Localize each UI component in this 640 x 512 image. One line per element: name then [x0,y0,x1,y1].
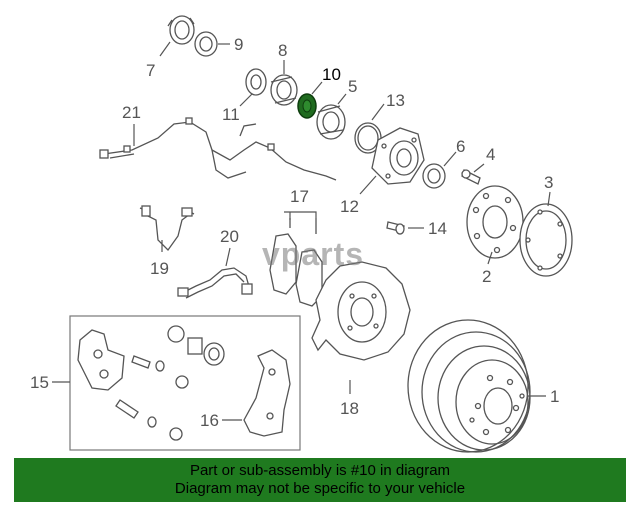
callout-17: 17 [290,187,309,206]
part-13-o-ring [354,122,382,154]
callout-2: 2 [482,267,491,286]
callout-21: 21 [122,103,141,122]
part-7-seal [167,15,195,45]
part-6-bearing [422,163,446,189]
callout-1: 1 [550,387,559,406]
part-8-bearing [270,74,298,106]
callout-9: 9 [234,35,243,54]
callout-8: 8 [278,41,287,60]
callout-7: 7 [146,61,155,80]
part-20-brake-hose [177,267,253,299]
part-4-hub-bolt [461,169,481,185]
callout-3: 3 [544,173,553,192]
part-2-hub [466,185,524,259]
part-10-oil-seal[interactable] [297,93,317,119]
part-12-hub-carrier [371,127,425,185]
leader-lines [52,41,551,421]
callout-labels: 7 9 8 11 10 5 13 21 12 6 4 3 14 2 17 20 … [30,35,559,430]
part-18-backing-plate [311,261,411,361]
footer-line-1: Part or sub-assembly is #10 in diagram [189,462,451,479]
callout-20: 20 [220,227,239,246]
callout-18: 18 [340,399,359,418]
callout-10: 10 [322,65,341,84]
callout-16: 16 [200,411,219,430]
callout-11: 11 [222,105,240,124]
callout-19: 19 [150,259,169,278]
footer-line-2: Diagram may not be specific to your vehi… [174,480,466,497]
vparts-watermark: vparts [262,236,365,272]
part-16-caliper-bracket [243,349,291,437]
footer-banner: Part or sub-assembly is #10 in diagram D… [14,458,626,502]
part-17-brake-pads [269,218,323,307]
part-3-disc [519,203,573,277]
part-11-seal [245,68,267,96]
callout-15: 15 [30,373,49,392]
part-5-bearing [316,104,346,140]
part-14-bolt [386,221,405,235]
callout-6: 6 [456,137,465,156]
part-9-bearing [194,31,218,57]
callout-14: 14 [428,219,447,238]
part-21-abs-sensor-wire [99,117,337,181]
part-1-rotor [407,319,531,453]
callout-5: 5 [348,77,357,96]
callout-4: 4 [486,145,495,164]
callout-13: 13 [386,91,405,110]
part-19-brake-hose [139,205,195,252]
callout-12: 12 [340,197,359,216]
